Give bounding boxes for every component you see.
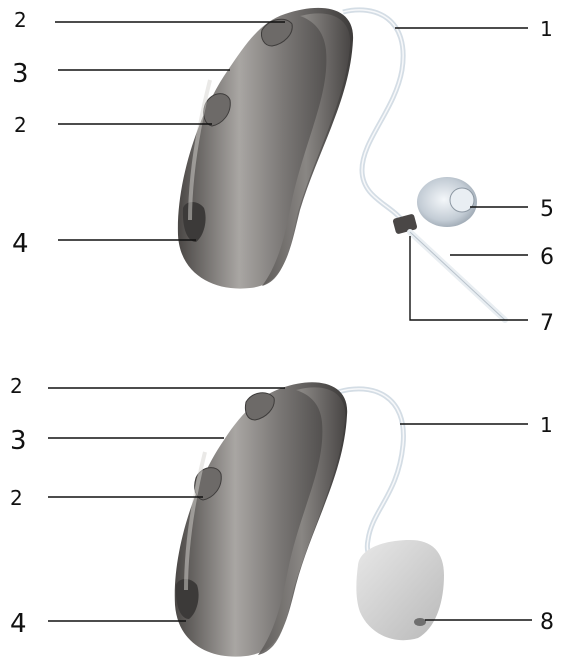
callout-bottom-1: 1 <box>540 413 553 437</box>
callout-top-6: 6 <box>540 245 554 270</box>
callout-bottom-8: 8 <box>540 610 554 635</box>
callout-top-4: 4 <box>12 229 29 259</box>
callout-top-3: 3 <box>12 59 29 89</box>
callout-top-2b: 2 <box>14 113 27 137</box>
callout-top-5: 5 <box>540 197 554 222</box>
callout-top-2a: 2 <box>14 8 27 32</box>
top-hearing-aid <box>178 8 505 320</box>
callout-bottom-4: 4 <box>10 609 27 639</box>
bottom-earmold <box>356 540 444 640</box>
bottom-housing <box>175 382 347 656</box>
callout-bottom-3: 3 <box>10 426 27 456</box>
callout-top-7: 7 <box>540 311 554 336</box>
callout-bottom-2b: 2 <box>10 486 23 510</box>
callout-top-1: 1 <box>540 17 553 41</box>
callout-bottom-2a: 2 <box>10 374 23 398</box>
